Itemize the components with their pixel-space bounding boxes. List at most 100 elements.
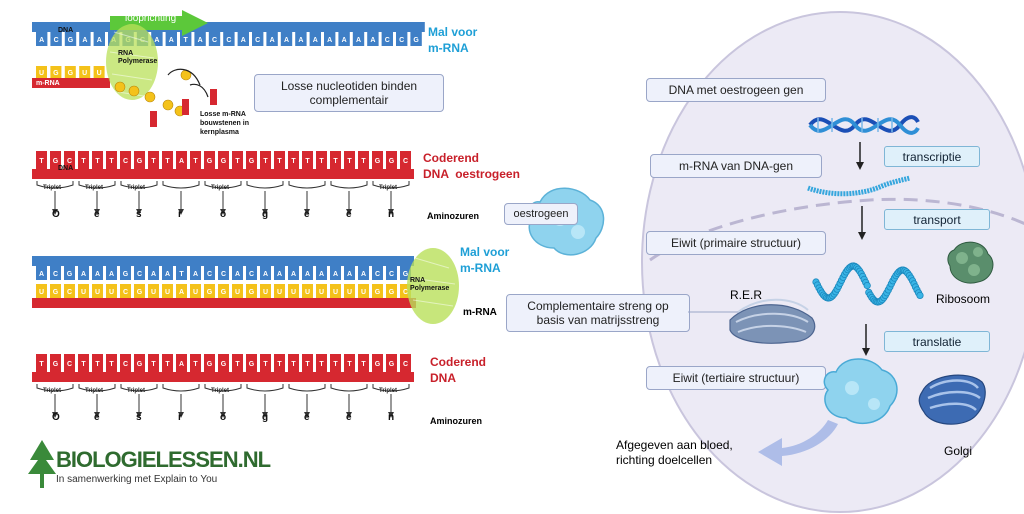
template-2-base-letter: A <box>235 271 240 278</box>
mrna-top-base-letter: G <box>68 70 74 77</box>
template-2-base-letter: A <box>263 271 268 278</box>
logo-title: BIOLOGIELESSEN.NL <box>56 447 271 472</box>
svgCode1-base <box>176 151 187 169</box>
template-top-base-letter: C <box>385 37 390 44</box>
mrna-top-base <box>93 66 105 78</box>
svgCode2-base <box>302 354 313 372</box>
svgCode1-base-letter: C <box>403 158 408 165</box>
mrna-2-base-letter: A <box>179 289 184 296</box>
golgi-icon <box>918 374 986 425</box>
template-top-base <box>64 32 77 46</box>
svgCode2-base-letter: T <box>39 361 44 368</box>
svgCode1-base <box>218 151 229 169</box>
svgCode2-base-letter: A <box>179 361 184 368</box>
mrna-2-base-letter: G <box>221 289 227 296</box>
svgCode1-base-letter: T <box>235 158 240 165</box>
loose-arrow <box>167 68 201 86</box>
template-2-base-letter: A <box>333 271 338 278</box>
mrna-2-base-letter: G <box>249 289 255 296</box>
svgCode2-base-letter: T <box>81 361 86 368</box>
mrna-2-base-letter: U <box>95 289 100 296</box>
mrna-2-base-letter: U <box>165 289 170 296</box>
mrna-2-base-letter: U <box>39 289 44 296</box>
template-top-base <box>252 32 264 46</box>
dna-tag-coding-1: DNA <box>58 165 74 172</box>
coding-dna-label-2: Coderend DNA <box>430 355 487 385</box>
svgCode1-base-letter: T <box>193 158 198 165</box>
template-top-base <box>266 32 278 46</box>
svgCode2-base <box>190 354 201 372</box>
mrna-2-base-letter: G <box>137 289 143 296</box>
svgCode1-base-letter: T <box>361 158 366 165</box>
amino-acid-letter: g <box>262 209 269 220</box>
flow-box-dna-gene: DNA met oestrogeen gen <box>646 78 826 102</box>
template-2-base <box>78 266 89 280</box>
svgCode1-base <box>330 151 341 169</box>
svgCode2-base-letter: T <box>109 361 114 368</box>
template-2-base <box>204 266 215 280</box>
svgCode2-base <box>386 354 397 372</box>
template-top-base <box>410 32 422 46</box>
info-box-loose-nucleotides: Losse nucleotiden binden complementair <box>254 74 444 112</box>
template-top-base <box>36 32 48 46</box>
rer-icon <box>729 298 816 344</box>
template-top-base <box>50 32 62 46</box>
mrna-2-base <box>204 284 215 298</box>
template-2-base-letter: C <box>375 271 380 278</box>
template-top-base-letter: C <box>255 37 260 44</box>
triplet-bracket <box>204 384 242 418</box>
template-top-base-letter: A <box>39 37 44 44</box>
ribosome-label: Ribosoom <box>936 292 991 306</box>
svgCode2-base-letter: G <box>207 361 213 368</box>
template-2-base <box>372 266 383 280</box>
flow-icons <box>729 115 994 466</box>
template-2-base-letter: A <box>277 271 282 278</box>
svgCode2-base <box>316 354 327 372</box>
svgCode1-base-letter: G <box>137 158 143 165</box>
amino-acid-letter: r <box>178 209 182 220</box>
svgCode2-base <box>92 354 103 372</box>
svgCode2-base <box>78 354 89 372</box>
svgCode2-base <box>344 354 355 372</box>
triplet-label: Triplet <box>211 185 230 191</box>
protein-chain-icon <box>812 262 924 306</box>
template-2-base <box>50 266 61 280</box>
template-top-base <box>79 32 91 46</box>
mrna-2-base <box>246 284 257 298</box>
svgCode2-base-letter: T <box>263 361 268 368</box>
template-top-base <box>381 32 393 46</box>
template-2-base <box>134 266 145 280</box>
template-top-base-letter: A <box>342 37 347 44</box>
amino-acids-label-2: Aminozuren <box>430 416 483 426</box>
template-top-base-letter: A <box>154 37 159 44</box>
svgCode2-base <box>358 354 369 372</box>
svgCode2-base <box>120 354 131 372</box>
template-top-base-letter: A <box>327 37 332 44</box>
triplet-label: Triplet <box>127 185 146 191</box>
mrna-2-base <box>232 284 243 298</box>
template-top-base <box>93 32 105 46</box>
template-2-base <box>246 266 257 280</box>
triplet-bracket <box>36 181 74 215</box>
template-top-base-letter: A <box>313 37 318 44</box>
template-2-base-letter: G <box>403 271 409 278</box>
svgCode1-base <box>232 151 243 169</box>
svgCode2-base <box>148 354 159 372</box>
triplet-label: Triplet <box>379 185 398 191</box>
svgCode2-base <box>246 354 257 372</box>
mrna-top-base-letter: U <box>39 70 44 77</box>
svgCode2-base <box>36 354 47 372</box>
svgCode1-base <box>344 151 355 169</box>
template-top-base <box>165 32 177 46</box>
mrna-2-base <box>274 284 285 298</box>
svgCode2-base-letter: C <box>403 361 408 368</box>
svgCode1-base-letter: T <box>291 158 296 165</box>
mrna-2-base-letter: U <box>333 289 338 296</box>
triplet-label: Triplet <box>379 388 398 394</box>
template-top-base-letter: C <box>226 37 231 44</box>
mrna-2-base <box>176 284 187 298</box>
svgCode2-base-letter: G <box>389 361 395 368</box>
template-top-base <box>208 32 221 46</box>
